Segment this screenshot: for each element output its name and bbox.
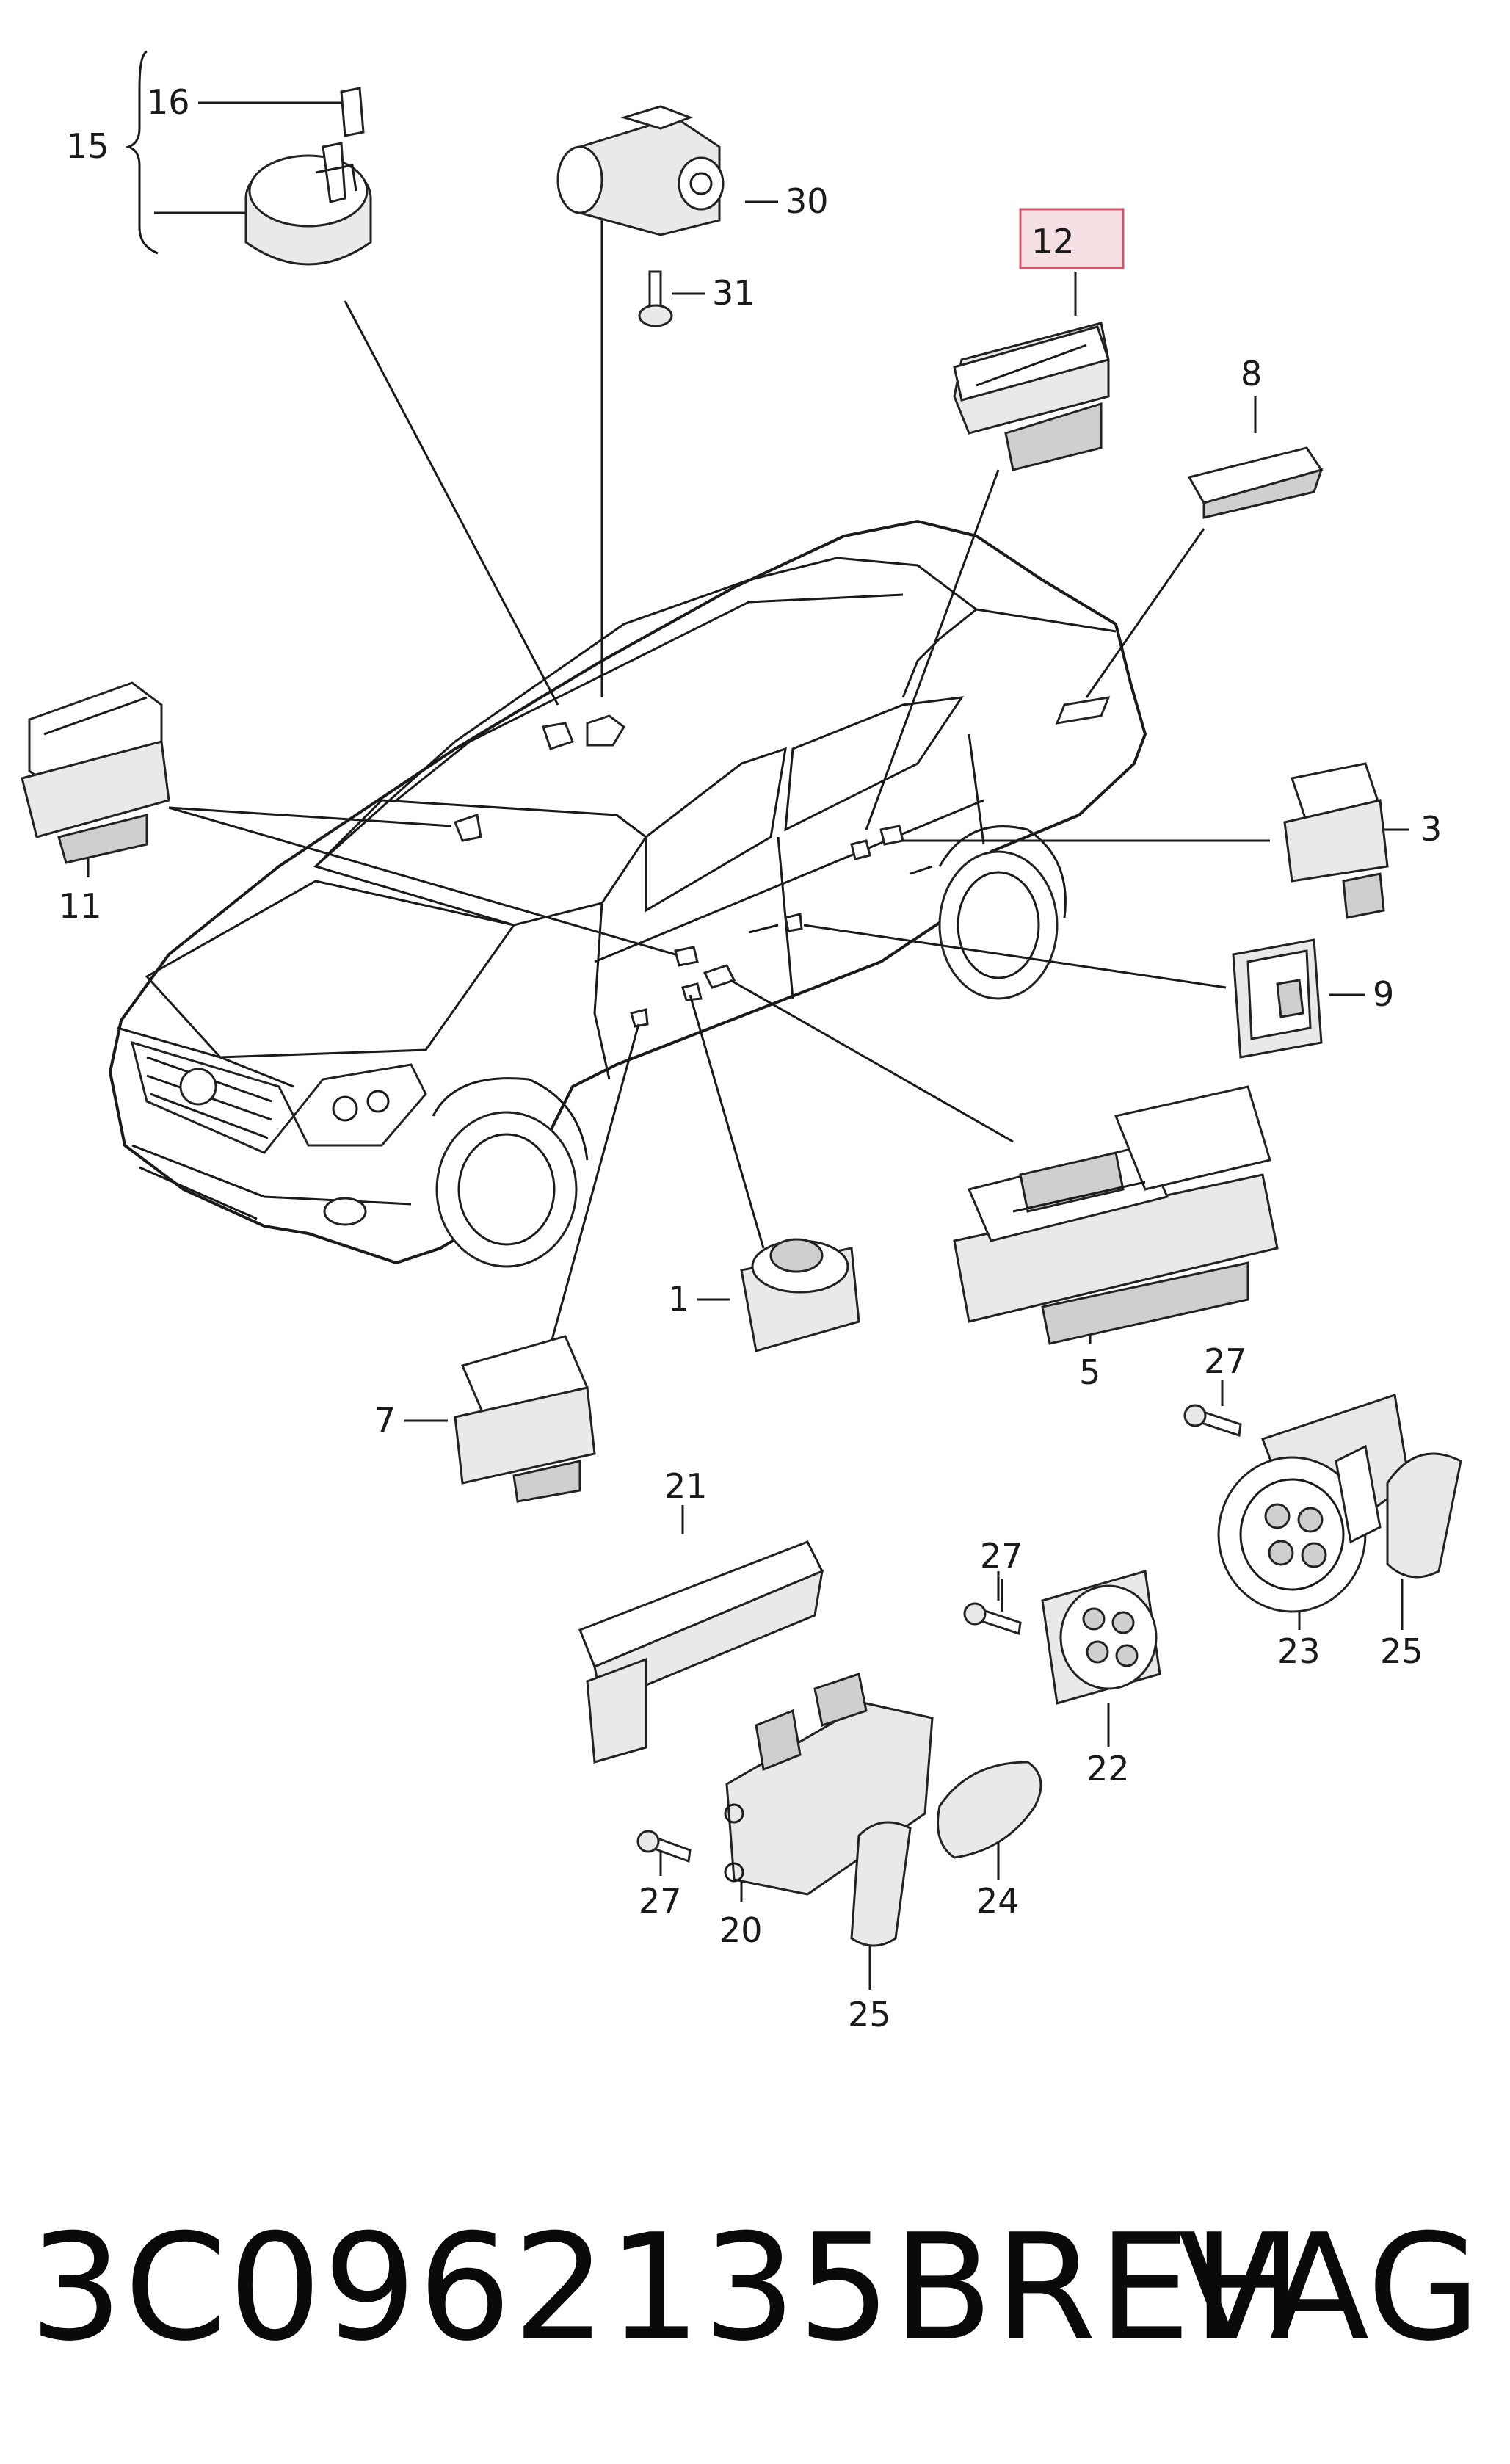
callout-25-right: 25 <box>1380 1631 1423 1671</box>
callout-24: 24 <box>976 1881 1020 1921</box>
callout-labels: 12 16 15 30 31 8 3 11 9 1 5 27 7 21 27 2… <box>59 82 1442 2034</box>
part-15-rotary-light-switch <box>244 87 372 266</box>
callout-11: 11 <box>59 886 102 926</box>
callout-27-lower: 27 <box>639 1881 682 1921</box>
part-23-seat-switch-assembly <box>1217 1394 1411 1613</box>
callout-8: 8 <box>1241 354 1262 394</box>
callout-1: 1 <box>668 1279 689 1319</box>
part-31-screw <box>638 270 673 327</box>
part-21-switch-panel <box>578 1540 824 1764</box>
part-5-master-window-switch <box>953 1085 1279 1345</box>
callout-7: 7 <box>374 1400 396 1440</box>
highlight-box-12 <box>1019 208 1125 269</box>
leader-lines <box>87 50 1409 1990</box>
part-25-knob-right <box>1386 1452 1462 1579</box>
callout-27-upper: 27 <box>1204 1341 1247 1381</box>
part-20-seat-control-module <box>724 1673 934 1896</box>
callout-31: 31 <box>712 273 755 313</box>
callout-27-middle: 27 <box>980 1536 1023 1576</box>
car-illustration <box>108 519 1147 1268</box>
part-9-switch <box>1232 938 1323 1059</box>
callout-23: 23 <box>1277 1631 1321 1671</box>
part-27-screw-middle <box>963 1602 1022 1635</box>
part-30-actuator-motor <box>556 105 725 236</box>
part-12-window-switch <box>953 322 1110 471</box>
part-11-window-switch <box>21 681 170 864</box>
part-24-knob <box>937 1761 1042 1859</box>
part-1-mirror-adjust-switch <box>740 1238 860 1352</box>
brand-text: VAG <box>1177 2203 1481 2374</box>
callout-16: 16 <box>147 82 190 122</box>
part-22-seat-switch <box>1041 1570 1161 1705</box>
part-25-knob-lower <box>850 1821 912 1947</box>
callout-21: 21 <box>664 1466 708 1506</box>
part-7-window-switch <box>454 1335 596 1503</box>
part-number-text: 3C0962135BREH <box>29 2203 1304 2374</box>
callout-5: 5 <box>1079 1352 1100 1392</box>
part-27-screw-upper <box>1183 1404 1242 1437</box>
callout-12: 12 <box>1031 222 1075 261</box>
callout-25-lower: 25 <box>848 1995 891 2034</box>
callout-15: 15 <box>66 126 109 166</box>
callout-3: 3 <box>1420 809 1442 849</box>
part-3-window-switch <box>1283 762 1389 919</box>
callout-20: 20 <box>719 1910 763 1950</box>
part-8-trunk-switch <box>1187 446 1324 519</box>
callout-9: 9 <box>1373 974 1394 1014</box>
callout-30: 30 <box>785 181 829 221</box>
callout-22: 22 <box>1086 1749 1130 1789</box>
part-27-screw-lower <box>636 1830 692 1863</box>
